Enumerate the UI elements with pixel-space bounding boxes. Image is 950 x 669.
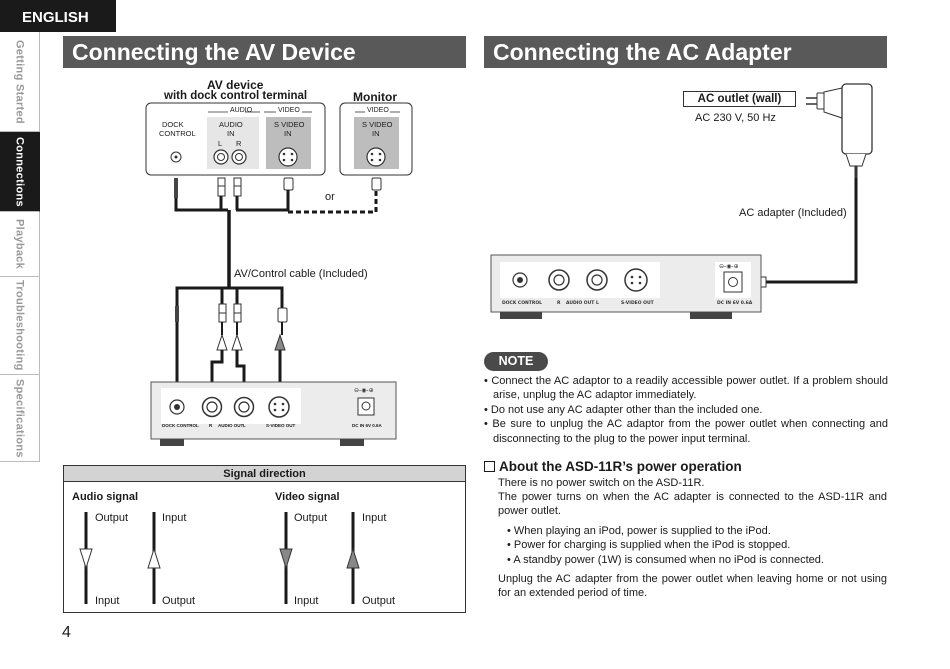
video-output-top: Output	[294, 512, 328, 524]
power-bullet: • A standby power (1W) is consumed when …	[507, 554, 824, 566]
av-device-label: AV device	[207, 78, 264, 92]
svideo-in-label-2: IN	[284, 129, 292, 138]
power-operation-title: About the ASD-11R’s power operation	[484, 459, 742, 474]
audio-in-label-1: AUDIO	[219, 120, 243, 129]
signal-direction-arrows	[79, 512, 360, 604]
video-output-bottom: Output	[362, 595, 396, 607]
svg-text:AUDIO OUT: AUDIO OUT	[566, 300, 595, 306]
svg-text:S-VIDEO OUT: S-VIDEO OUT	[621, 300, 655, 306]
svg-text:DOCK CONTROL: DOCK CONTROL	[502, 300, 542, 306]
side-nav-label: Connections	[13, 136, 26, 207]
av-device-sublabel: with dock control terminal	[164, 90, 308, 102]
language-tab[interactable]: ENGLISH	[0, 0, 116, 32]
power-paragraph-3: Unplug the AC adapter from the power out…	[498, 573, 887, 600]
audio-output-top: Output	[95, 512, 129, 524]
unit-r-label: R	[209, 423, 213, 428]
monitor-video-group-label: VIDEO	[367, 107, 389, 114]
page-number: 4	[62, 624, 71, 641]
power-paragraph-2: The power turns on when the AC adapter i…	[498, 491, 887, 518]
video-signal-heading: Video signal	[275, 491, 340, 503]
power-adapter-body	[841, 83, 873, 155]
ac-outlet-label: AC outlet (wall)	[683, 91, 796, 107]
dock-control-label-2: CONTROL	[159, 129, 196, 138]
av-device-title: Connecting the AV Device	[63, 36, 466, 68]
side-nav-label: Specifications	[13, 378, 26, 458]
audio-signal-heading: Audio signal	[72, 491, 138, 503]
av-connection-diagram: ⊖-◉-⊕	[145, 102, 413, 446]
monitor-svideo-jack	[366, 147, 386, 167]
power-bullet: • Power for charging is supplied when th…	[507, 539, 791, 551]
unit-l-label: L	[243, 423, 246, 428]
dock-control-label-1: DOCK	[162, 120, 184, 129]
ac-adapter-diagram: ⊖-◉-⊕ DOCK CONTROL R AUDIO OUT L S-VIDEO…	[490, 83, 873, 319]
or-label: or	[325, 191, 335, 203]
svg-text:R: R	[557, 300, 561, 306]
note-badge: NOTE	[484, 352, 548, 371]
audio-input-top: Input	[162, 512, 187, 524]
unit-svideo-label: S-VIDEO OUT	[266, 423, 296, 428]
ac-adapter-title: Connecting the AC Adapter	[484, 36, 887, 68]
power-paragraph-1: There is no power switch on the ASD-11R.	[498, 477, 705, 489]
svg-text:DC IN 6V 0.6A: DC IN 6V 0.6A	[717, 300, 753, 306]
note-item: Do not use any AC adapter other than the…	[484, 403, 888, 417]
side-nav-specifications[interactable]: Specifications	[0, 375, 40, 462]
video-group-label: VIDEO	[278, 107, 300, 114]
side-nav-troubleshooting[interactable]: Troubleshooting	[0, 277, 40, 375]
unit-dock-label: DOCK CONTROL	[162, 423, 199, 428]
side-nav: Getting Started Connections Playback Tro…	[0, 32, 40, 462]
video-input-bottom: Input	[294, 595, 319, 607]
checkbox-square-icon	[484, 461, 495, 472]
audio-group-label: AUDIO	[230, 107, 253, 114]
svg-text:L: L	[596, 300, 599, 306]
audio-r-label: R	[236, 139, 242, 148]
signal-direction-heading: Signal direction	[63, 465, 466, 482]
ac-adapter-label: AC adapter (Included)	[739, 207, 847, 219]
unit-dc-label: DC IN 6V 0.6A	[352, 423, 382, 428]
note-list: Connect the AC adaptor to a readily acce…	[484, 374, 888, 446]
audio-in-label-2: IN	[227, 129, 235, 138]
side-nav-getting-started[interactable]: Getting Started	[0, 32, 40, 132]
svideo-in-label-1: S VIDEO	[274, 120, 305, 129]
audio-output-bottom: Output	[162, 595, 196, 607]
note-item: Be sure to unplug the AC adaptor from th…	[484, 417, 888, 446]
side-nav-label: Playback	[13, 218, 26, 270]
note-item: Connect the AC adaptor to a readily acce…	[484, 374, 888, 403]
monitor-svideo-label-2: IN	[372, 129, 380, 138]
av-cable-label: AV/Control cable (Included)	[234, 268, 368, 280]
side-nav-playback[interactable]: Playback	[0, 212, 40, 277]
power-bullet: • When playing an iPod, power is supplie…	[507, 525, 771, 537]
power-operation-title-text: About the ASD-11R’s power operation	[499, 459, 742, 474]
audio-input-bottom: Input	[95, 595, 120, 607]
side-nav-connections[interactable]: Connections	[0, 132, 40, 212]
side-nav-label: Troubleshooting	[13, 280, 26, 371]
unit-audio-out-label: AUDIO OUT	[218, 423, 244, 428]
monitor-svideo-label-1: S VIDEO	[362, 120, 393, 129]
monitor-label: Monitor	[353, 90, 397, 104]
audio-l-label: L	[218, 139, 223, 148]
ac-spec-label: AC 230 V, 50 Hz	[695, 112, 776, 124]
svg-text:⊖-◉-⊕: ⊖-◉-⊕	[354, 387, 374, 394]
video-input-top: Input	[362, 512, 387, 524]
svideo-in-jack	[278, 147, 298, 167]
svg-text:⊖-◉-⊕: ⊖-◉-⊕	[719, 263, 739, 270]
side-nav-label: Getting Started	[13, 39, 26, 124]
